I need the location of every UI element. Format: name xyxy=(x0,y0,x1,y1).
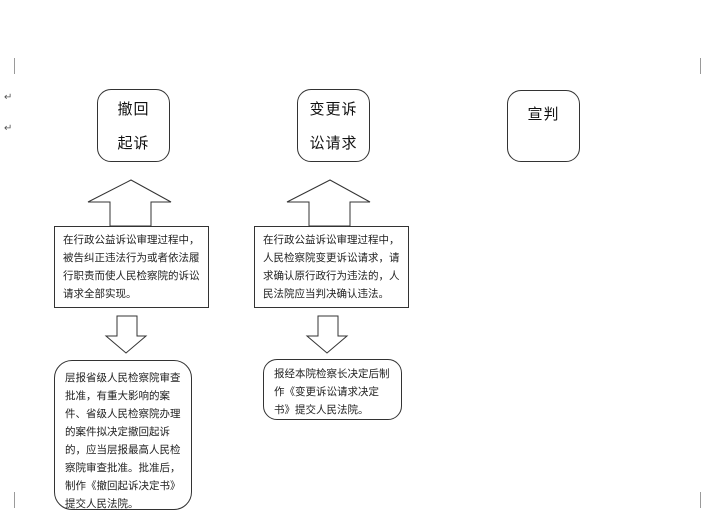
up-arrow-left xyxy=(87,179,172,227)
paragraph-mark: ↵ xyxy=(4,92,13,103)
crop-mark-bottom-left xyxy=(0,492,15,508)
node-procedure-change: 报经本院检察长决定后制作《变更诉讼请求决定书》提交人民法院。 xyxy=(263,359,402,420)
node-change-label: 变更诉 讼请求 xyxy=(309,99,358,152)
crop-mark-top-left xyxy=(0,58,15,74)
node-condition-change: 在行政公益诉讼审理过程中，人民检察院变更诉讼请求，请求确认原行政行为违法的，人民… xyxy=(254,226,409,308)
node-procedure-withdraw: 层报省级人民检察院审查批准，有重大影响的案件、省级人民检察院办理的案件拟决定撤回… xyxy=(54,360,192,510)
node-verdict-label: 宣判 xyxy=(527,105,560,123)
node-verdict: 宣判 xyxy=(507,90,580,162)
node-withdraw-label: 撤回 起诉 xyxy=(117,99,150,152)
node-withdraw-prosecution: 撤回 起诉 xyxy=(97,89,170,162)
node-change-claim: 变更诉 讼请求 xyxy=(297,89,370,162)
procedure-change-text: 报经本院检察长决定后制作《变更诉讼请求决定书》提交人民法院。 xyxy=(274,368,390,416)
paragraph-mark: ↵ xyxy=(4,123,13,134)
down-arrow-right xyxy=(305,315,349,354)
crop-mark-top-right xyxy=(700,58,715,74)
down-arrow-left xyxy=(104,315,148,354)
up-arrow-right xyxy=(286,179,371,227)
node-condition-withdraw: 在行政公益诉讼审理过程中，被告纠正违法行为或者依法履行职责而使人民检察院的诉讼请… xyxy=(54,226,209,308)
condition-withdraw-text: 在行政公益诉讼审理过程中，被告纠正违法行为或者依法履行职责而使人民检察院的诉讼请… xyxy=(63,234,200,300)
procedure-withdraw-text: 层报省级人民检察院审查批准，有重大影响的案件、省级人民检察院办理的案件拟决定撤回… xyxy=(65,372,181,510)
crop-mark-bottom-right xyxy=(700,492,715,508)
condition-change-text: 在行政公益诉讼审理过程中，人民检察院变更诉讼请求，请求确认原行政行为违法的，人民… xyxy=(263,234,400,300)
